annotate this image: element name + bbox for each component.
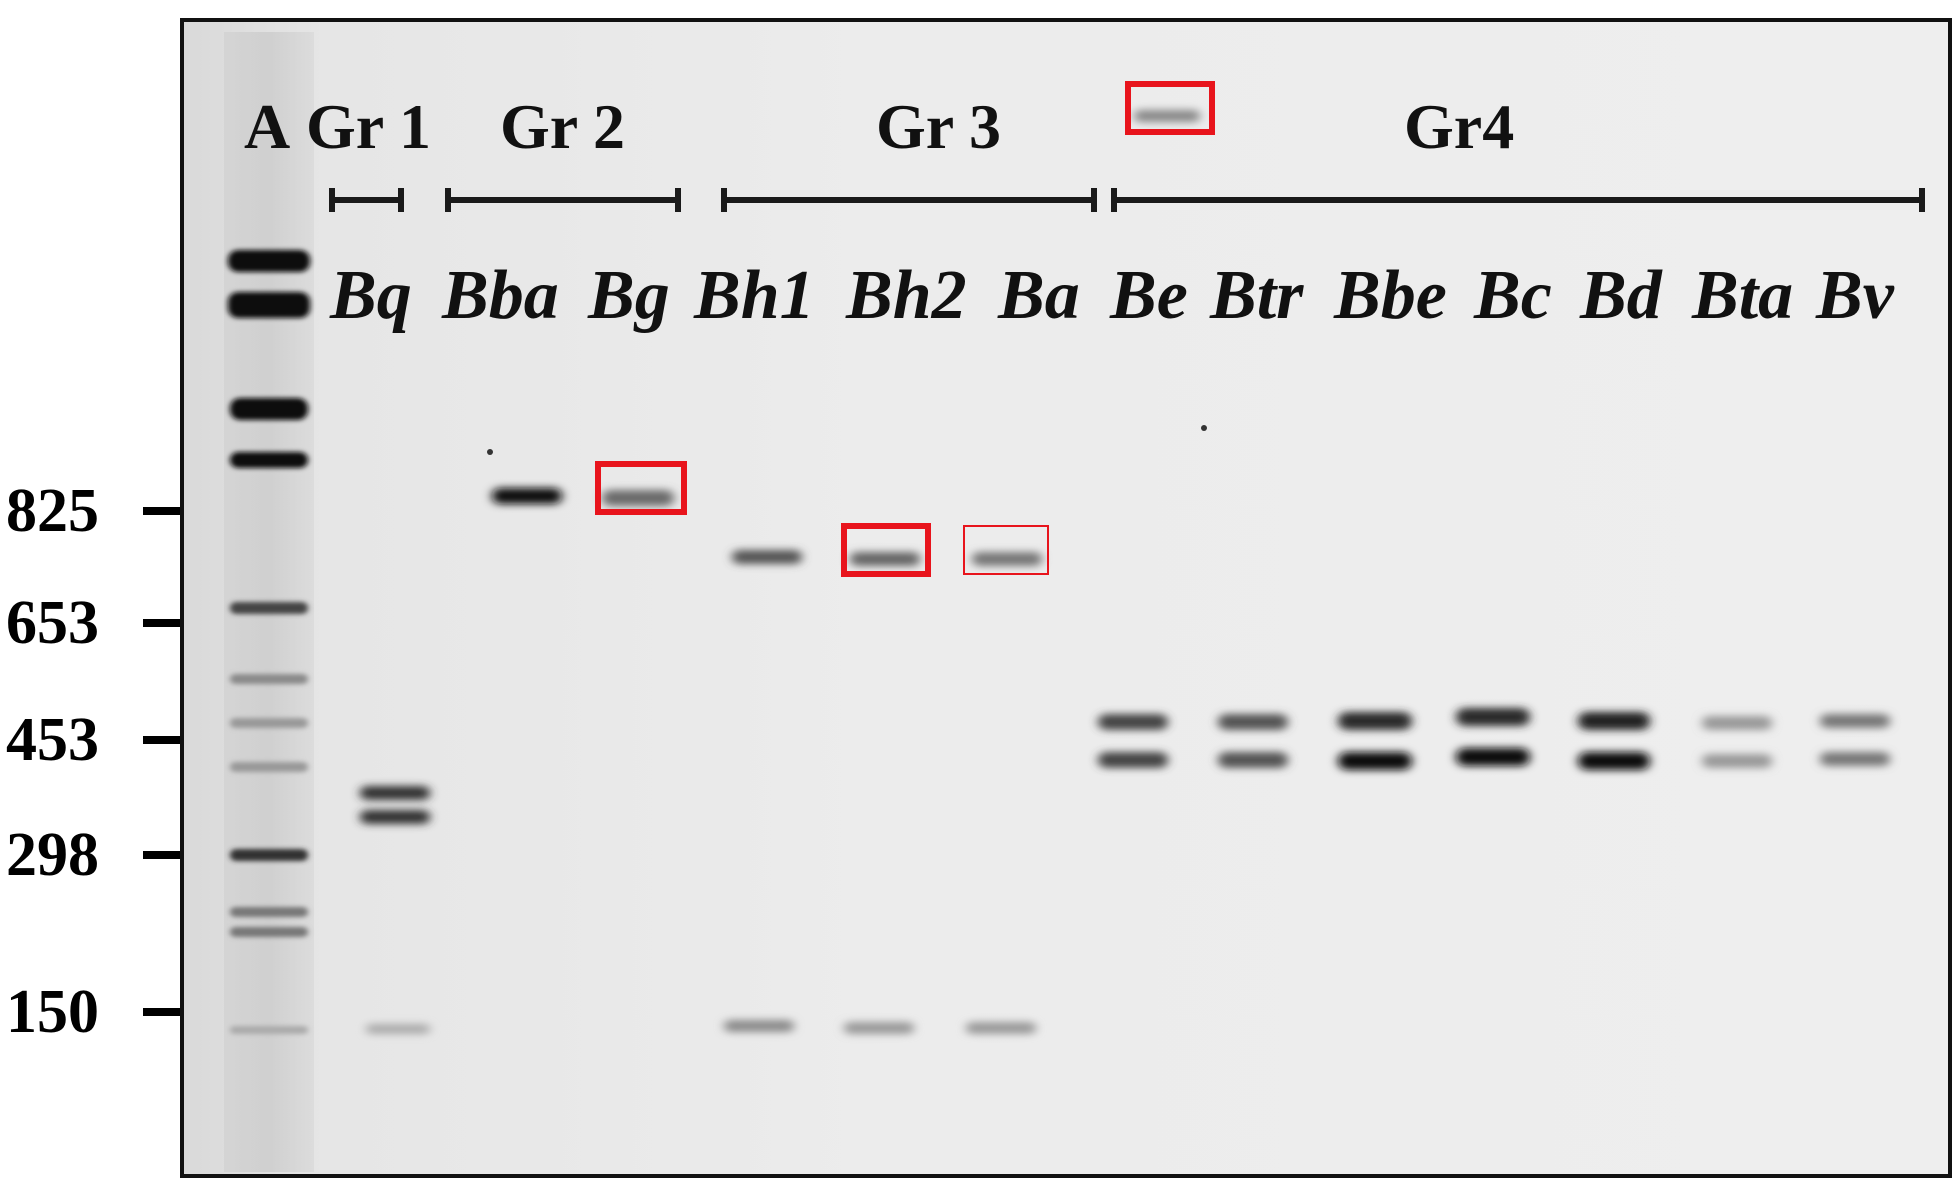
lane-label-bd: Bd bbox=[1580, 257, 1662, 334]
highlight-boxes bbox=[595, 81, 1215, 577]
marker-label: 825 bbox=[6, 477, 99, 545]
group-brackets bbox=[329, 188, 1925, 212]
bracket-gr1 bbox=[329, 188, 404, 212]
band-bd bbox=[1578, 752, 1650, 770]
bracket-gr3 bbox=[721, 188, 1097, 212]
lane-label-btr: Btr bbox=[1210, 257, 1304, 334]
group-label-gr1: Gr 1 bbox=[306, 91, 432, 162]
lane-label-bq: Bq bbox=[330, 257, 412, 334]
marker-tick bbox=[143, 619, 188, 627]
marker-tick bbox=[143, 507, 188, 515]
band-bh1 bbox=[724, 1020, 794, 1032]
ladder-band bbox=[230, 398, 308, 420]
marker-tick bbox=[143, 1008, 188, 1016]
band-bbe bbox=[1338, 712, 1412, 730]
speck bbox=[1201, 425, 1207, 431]
lane-label-be: Be bbox=[1110, 257, 1188, 334]
lane-label-bbe: Bbe bbox=[1334, 257, 1447, 334]
gel-bands-svg bbox=[224, 32, 1925, 1172]
band-bba bbox=[492, 488, 562, 504]
ladder-band bbox=[230, 927, 308, 937]
band-bbe bbox=[1338, 752, 1412, 770]
ladder-bands bbox=[228, 250, 310, 1034]
marker-label: 653 bbox=[6, 589, 99, 657]
band-bq bbox=[366, 1024, 430, 1034]
lane-label-bba: Bba bbox=[442, 257, 559, 334]
band-be bbox=[1098, 752, 1168, 768]
group-label-gr3: Gr 3 bbox=[876, 91, 1002, 162]
ladder-band bbox=[228, 292, 310, 318]
ladder-label: A bbox=[244, 91, 291, 162]
band-bc bbox=[1456, 708, 1530, 726]
gel-specks bbox=[487, 425, 1207, 455]
marker-653: 653 bbox=[0, 583, 190, 663]
band-highlight-top bbox=[1134, 110, 1200, 122]
marker-298: 298 bbox=[0, 815, 190, 895]
ladder-band bbox=[230, 674, 308, 684]
marker-453: 453 bbox=[0, 700, 190, 780]
marker-tick bbox=[143, 851, 188, 859]
band-bq bbox=[360, 786, 430, 800]
gel-image: A Gr 1 Gr 2 Gr 3 Gr4 Bq Bba Bg Bh1 Bh2 B… bbox=[180, 18, 1952, 1178]
lane-label-bg: Bg bbox=[588, 257, 670, 334]
group-label-gr2: Gr 2 bbox=[500, 91, 626, 162]
band-btr bbox=[1218, 752, 1288, 768]
band-bg bbox=[602, 490, 674, 506]
ladder-band bbox=[230, 849, 308, 861]
highlight-box-bg bbox=[595, 461, 687, 515]
sample-bands bbox=[360, 110, 1890, 1034]
bracket-gr2 bbox=[445, 188, 681, 212]
band-bta bbox=[1702, 754, 1772, 768]
lane-label-bh2: Bh2 bbox=[846, 257, 967, 334]
band-ba bbox=[972, 552, 1042, 566]
highlight-box-ba bbox=[963, 525, 1049, 575]
band-bh1 bbox=[732, 550, 802, 564]
lane-label-ba: Ba bbox=[998, 257, 1080, 334]
band-bd bbox=[1578, 712, 1650, 730]
marker-tick bbox=[143, 736, 188, 744]
band-bc bbox=[1456, 748, 1530, 766]
ladder-band bbox=[230, 762, 308, 772]
band-bv bbox=[1820, 714, 1890, 728]
speck bbox=[487, 449, 493, 455]
ladder-band bbox=[230, 1026, 308, 1034]
ladder-band bbox=[230, 718, 308, 728]
band-bh2 bbox=[850, 552, 920, 566]
marker-label: 298 bbox=[6, 821, 99, 889]
band-btr bbox=[1218, 714, 1288, 730]
ladder-band bbox=[230, 907, 308, 917]
ladder-band bbox=[230, 602, 308, 614]
marker-150: 150 bbox=[0, 972, 190, 1052]
highlight-box-bh2 bbox=[841, 523, 931, 577]
band-bta bbox=[1702, 716, 1772, 730]
lane-label-bv: Bv bbox=[1816, 257, 1894, 334]
marker-825: 825 bbox=[0, 471, 190, 551]
lane-label-bta: Bta bbox=[1692, 257, 1794, 334]
lane-label-bh1: Bh1 bbox=[694, 257, 815, 334]
marker-label: 150 bbox=[6, 978, 99, 1046]
lane-label-bc: Bc bbox=[1474, 257, 1552, 334]
band-ba bbox=[966, 1022, 1036, 1034]
band-be bbox=[1098, 714, 1168, 730]
band-bh2 bbox=[844, 1022, 914, 1034]
group-label-gr4: Gr4 bbox=[1404, 91, 1515, 162]
highlight-box-gr4 bbox=[1125, 81, 1215, 135]
band-bv bbox=[1820, 752, 1890, 766]
marker-label: 453 bbox=[6, 706, 99, 774]
bracket-gr4 bbox=[1111, 188, 1925, 212]
band-bq bbox=[360, 810, 430, 824]
ladder-band bbox=[228, 250, 310, 272]
ladder-band bbox=[230, 452, 308, 468]
